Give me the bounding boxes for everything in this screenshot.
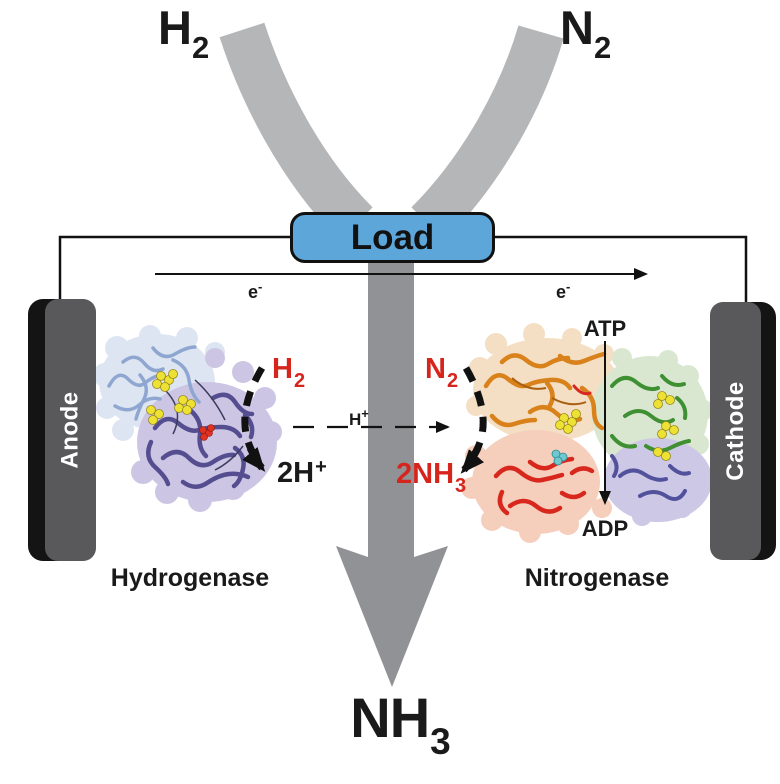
hydrogenase-structure: [93, 325, 282, 512]
anode-face: Anode: [45, 299, 96, 561]
hydrogenase-active-site: [199, 424, 215, 441]
electron-label-left: e-: [248, 279, 263, 302]
nitrogenase-structure: [461, 323, 713, 543]
hydrogen-input-label: H2: [158, 1, 209, 65]
nitrogenase-substrate-label: N2: [425, 353, 459, 392]
cathode-face: Cathode: [710, 302, 761, 560]
anode-label: Anode: [56, 391, 84, 469]
electron-label-right: e-: [556, 279, 571, 302]
hydrogenase-name: Hydrogenase: [110, 564, 270, 592]
product-flow-arrow: [336, 216, 448, 687]
nitrogenase-fes-clusters: [555, 391, 679, 461]
nitrogenase-product-label: 2NH3: [396, 458, 467, 497]
load-label: Load: [350, 217, 435, 257]
hydrogenase-fes-clusters: [146, 369, 196, 425]
proton-label: H+: [349, 406, 369, 429]
hydrogenase-substrate-label: H2: [272, 353, 306, 392]
atp-label: ATP: [583, 316, 627, 341]
nitrogenase-name: Nitrogenase: [524, 564, 670, 592]
hydrogen-input-arrow: [219, 22, 373, 241]
adp-label: ADP: [581, 516, 629, 541]
nitrogen-input-label: N2: [560, 1, 611, 65]
ammonia-output-label: NH3: [350, 686, 450, 762]
nitrogenase-reaction-arc: [460, 366, 487, 474]
nitrogenase-femo-cofactor: [551, 449, 568, 466]
cathode-label: Cathode: [721, 381, 749, 481]
hydrogenase-product-label: 2H+: [277, 456, 327, 489]
anode-electrode: Anode: [28, 299, 96, 561]
load-box: Load: [290, 212, 495, 263]
cathode-electrode: Cathode: [710, 302, 776, 560]
nitrogen-input-arrow: [411, 25, 564, 241]
hydrogenase-reaction-arc: [241, 366, 266, 472]
